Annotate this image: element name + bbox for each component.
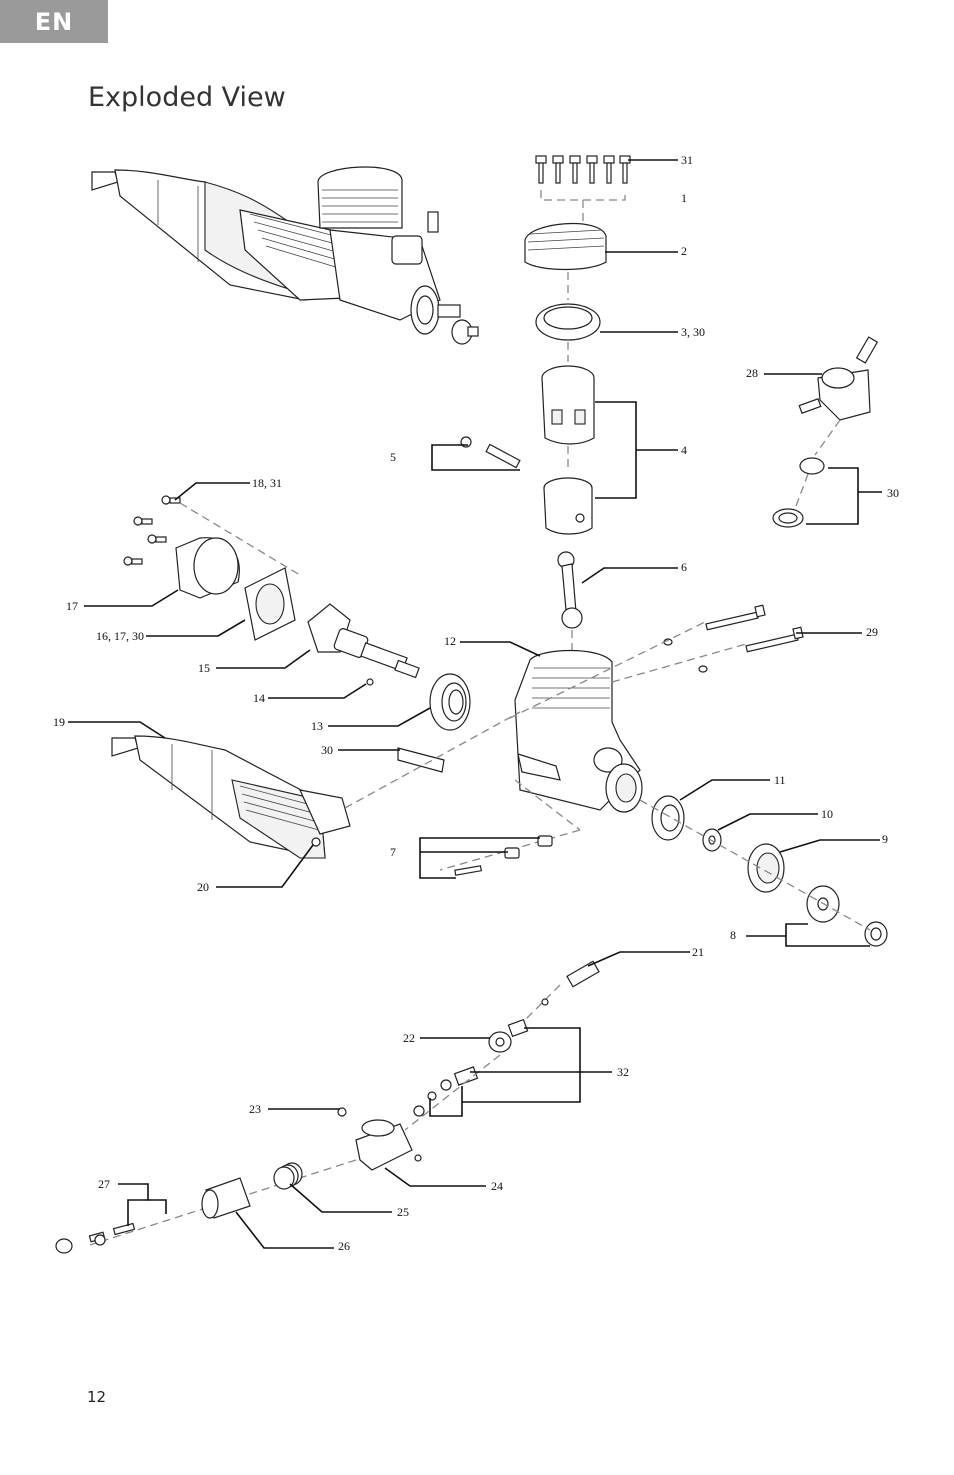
callout-17: 17 [66, 599, 78, 613]
callout-16-17-30: 16, 17, 30 [96, 629, 144, 643]
muffler-screws [454, 835, 553, 876]
callout-32: 32 [617, 1065, 629, 1079]
callout-26: 26 [338, 1239, 350, 1253]
front-drive-parts [639, 795, 888, 947]
callout-7: 7 [390, 845, 396, 859]
callout-8: 8 [730, 928, 736, 942]
muffler [111, 711, 581, 871]
callout-1: 1 [681, 191, 687, 205]
callout-2: 2 [681, 244, 687, 258]
head-screws [535, 155, 631, 225]
page-number: 12 [87, 1388, 107, 1406]
leader-lines [68, 159, 882, 1249]
crankcase-bolts [509, 604, 804, 719]
crankshaft [307, 603, 420, 686]
callout-27: 27 [98, 1177, 110, 1191]
callout-30-muffler: 30 [321, 743, 333, 757]
callout-30-carb: 30 [887, 486, 899, 500]
callout-18-31: 18, 31 [252, 476, 282, 490]
callout-4: 4 [681, 443, 687, 457]
callout-22: 22 [403, 1031, 415, 1045]
callout-12: 12 [444, 634, 456, 648]
rear-cover [123, 495, 301, 641]
cylinder-head [524, 222, 607, 300]
rear-bearing [429, 673, 471, 731]
callout-13: 13 [311, 719, 323, 733]
callout-25: 25 [397, 1205, 409, 1219]
callout-31-top: 31 [681, 153, 693, 167]
page-title: Exploded View [88, 82, 286, 113]
callout-23: 23 [249, 1102, 261, 1116]
carburetor-exploded [55, 960, 600, 1254]
callout-15: 15 [198, 661, 210, 675]
callout-10: 10 [821, 807, 833, 821]
callout-11: 11 [774, 773, 786, 787]
callout-20: 20 [197, 880, 209, 894]
crankcase [514, 649, 643, 813]
cylinder-liner [541, 365, 595, 470]
callout-labels: 31 1 2 3, 30 28 4 5 30 18, 31 6 17 16, 1… [53, 153, 899, 1253]
connecting-rod [557, 551, 583, 650]
callout-24: 24 [491, 1179, 503, 1193]
assembled-engine [91, 166, 479, 345]
callout-29: 29 [866, 625, 878, 639]
wrist-pin [460, 436, 521, 469]
callout-28: 28 [746, 366, 758, 380]
head-gasket [535, 303, 601, 362]
language-tab: EN [0, 0, 108, 43]
callout-6: 6 [681, 560, 687, 574]
piston [543, 477, 593, 535]
callout-21: 21 [692, 945, 704, 959]
callout-9: 9 [882, 832, 888, 846]
callout-3-30: 3, 30 [681, 325, 705, 339]
callout-14: 14 [253, 691, 265, 705]
callout-19: 19 [53, 715, 65, 729]
callout-5: 5 [390, 450, 396, 464]
carburetor-assembled [772, 336, 879, 528]
